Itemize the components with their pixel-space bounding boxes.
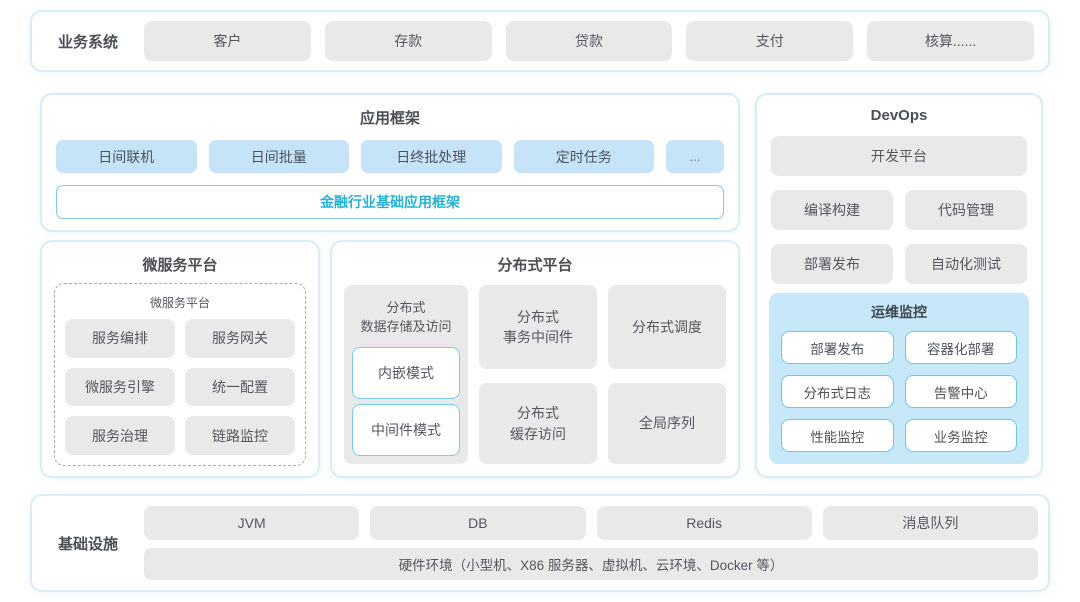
containerized-deployment-block: 容器化部署 bbox=[904, 331, 1017, 364]
jvm-block: JVM bbox=[144, 506, 360, 540]
infrastructure-panel: 基础设施 JVM DB Redis 消息队列 硬件环境（小型机、X86 服务器、… bbox=[30, 494, 1050, 592]
app-framework-modules: 日间联机 日间批量 日终批处理 定时任务 ... bbox=[42, 140, 738, 173]
business-item-customer: 客户 bbox=[144, 21, 311, 61]
distributed-transaction-middleware-block: 分布式 事务中间件 bbox=[479, 285, 597, 369]
business-systems-label: 业务系统 bbox=[57, 33, 118, 51]
embedded-mode-block: 内嵌模式 bbox=[352, 347, 460, 399]
distributed-cache-access-block: 分布式 缓存访问 bbox=[479, 383, 597, 464]
business-monitoring-block: 业务监控 bbox=[904, 419, 1017, 452]
alert-center-block: 告警中心 bbox=[904, 375, 1017, 408]
hardware-environment-bar: 硬件环境（小型机、X86 服务器、虚拟机、云环境、Docker 等） bbox=[144, 548, 1038, 580]
ops-monitoring-box: 运维监控 部署发布 容器化部署 分布式日志 告警中心 性能监控 业务监控 bbox=[769, 293, 1029, 464]
app-framework-title: 应用框架 bbox=[359, 110, 420, 127]
dev-platform-block: 开发平台 bbox=[771, 136, 1027, 176]
middle-area: 应用框架 日间联机 日间批量 日终批处理 定时任务 ... 金融行业基础应用框架… bbox=[40, 93, 1043, 478]
app-framework-panel: 应用框架 日间联机 日间批量 日终批处理 定时任务 ... 金融行业基础应用框架 bbox=[40, 93, 740, 232]
middleware-mode-block: 中间件模式 bbox=[352, 404, 460, 456]
devops-panel: DevOps 开发平台 编译构建 代码管理 部署发布 自动化测试 运维监控 部署… bbox=[755, 93, 1043, 478]
module-scheduled-task: 定时任务 bbox=[513, 140, 654, 173]
unified-config-block: 统一配置 bbox=[185, 367, 295, 407]
redis-block: Redis bbox=[596, 506, 812, 540]
distributed-scheduling-block: 分布式调度 bbox=[608, 285, 726, 369]
deploy-release-block: 部署发布 bbox=[771, 244, 893, 284]
service-orchestration-block: 服务编排 bbox=[65, 319, 175, 358]
microservice-inner-title: 微服务平台 bbox=[149, 296, 210, 310]
distributed-data-storage-label: 分布式 数据存储及访问 bbox=[360, 300, 452, 334]
distributed-column-2: 分布式 事务中间件 分布式 缓存访问 bbox=[479, 285, 597, 464]
business-systems-row: 客户 存款 贷款 支付 核算...... bbox=[144, 21, 1034, 61]
infrastructure-label: 基础设施 bbox=[57, 535, 118, 553]
distributed-data-storage-block: 分布式 数据存储及访问 内嵌模式 中间件模式 bbox=[344, 285, 468, 464]
business-item-loan: 贷款 bbox=[505, 21, 673, 61]
distributed-platform-panel: 分布式平台 分布式 数据存储及访问 内嵌模式 中间件模式 分布式 事务中间件 分… bbox=[330, 240, 740, 478]
compile-build-block: 编译构建 bbox=[771, 190, 893, 230]
microservice-platform-panel: 微服务平台 微服务平台 服务编排 服务网关 微服务引擎 统一配置 服务治理 链路… bbox=[40, 240, 320, 478]
platforms-row: 微服务平台 微服务平台 服务编排 服务网关 微服务引擎 统一配置 服务治理 链路… bbox=[40, 240, 740, 478]
microservice-engine-block: 微服务引擎 bbox=[65, 367, 175, 407]
module-eod-batch: 日终批处理 bbox=[361, 140, 502, 173]
left-column: 应用框架 日间联机 日间批量 日终批处理 定时任务 ... 金融行业基础应用框架… bbox=[40, 93, 740, 478]
devops-tools-row-2: 部署发布 自动化测试 bbox=[771, 244, 1027, 284]
ops-monitoring-title: 运维监控 bbox=[871, 304, 927, 320]
service-governance-block: 服务治理 bbox=[65, 416, 175, 455]
distributed-content: 分布式 数据存储及访问 内嵌模式 中间件模式 分布式 事务中间件 分布式 缓存访… bbox=[332, 275, 738, 476]
microservice-platform-title: 微服务平台 bbox=[142, 257, 218, 274]
microservice-inner-box: 微服务平台 服务编排 服务网关 微服务引擎 统一配置 服务治理 链路监控 bbox=[54, 283, 306, 466]
message-queue-block: 消息队列 bbox=[822, 506, 1038, 540]
business-item-deposit: 存款 bbox=[324, 21, 492, 61]
trace-monitoring-block: 链路监控 bbox=[185, 416, 295, 455]
financial-base-framework-bar: 金融行业基础应用框架 bbox=[56, 185, 724, 219]
db-block: DB bbox=[370, 506, 586, 540]
business-systems-panel: 业务系统 客户 存款 贷款 支付 核算...... bbox=[30, 10, 1050, 72]
monitor-deploy-release-block: 部署发布 bbox=[781, 331, 894, 364]
infrastructure-row: JVM DB Redis 消息队列 bbox=[144, 506, 1038, 540]
distributed-platform-title: 分布式平台 bbox=[497, 257, 573, 274]
distributed-logging-block: 分布式日志 bbox=[781, 375, 894, 408]
service-gateway-block: 服务网关 bbox=[185, 319, 295, 358]
business-item-payment: 支付 bbox=[686, 21, 854, 61]
code-management-block: 代码管理 bbox=[905, 190, 1027, 230]
performance-monitoring-block: 性能监控 bbox=[781, 419, 894, 452]
business-item-accounting: 核算...... bbox=[867, 21, 1034, 61]
module-more: ... bbox=[666, 140, 724, 173]
devops-tools-row-1: 编译构建 代码管理 bbox=[771, 190, 1027, 230]
ops-monitoring-grid: 部署发布 容器化部署 分布式日志 告警中心 性能监控 业务监控 bbox=[781, 331, 1017, 452]
global-sequence-block: 全局序列 bbox=[608, 383, 726, 464]
automated-testing-block: 自动化测试 bbox=[905, 244, 1027, 284]
microservice-grid: 服务编排 服务网关 微服务引擎 统一配置 服务治理 链路监控 bbox=[65, 319, 295, 455]
distributed-column-3: 分布式调度 全局序列 bbox=[608, 285, 726, 464]
module-day-batch: 日间批量 bbox=[208, 140, 349, 173]
module-day-online: 日间联机 bbox=[56, 140, 197, 173]
devops-title: DevOps bbox=[870, 107, 928, 124]
infrastructure-content: JVM DB Redis 消息队列 硬件环境（小型机、X86 服务器、虚拟机、云… bbox=[144, 506, 1038, 580]
